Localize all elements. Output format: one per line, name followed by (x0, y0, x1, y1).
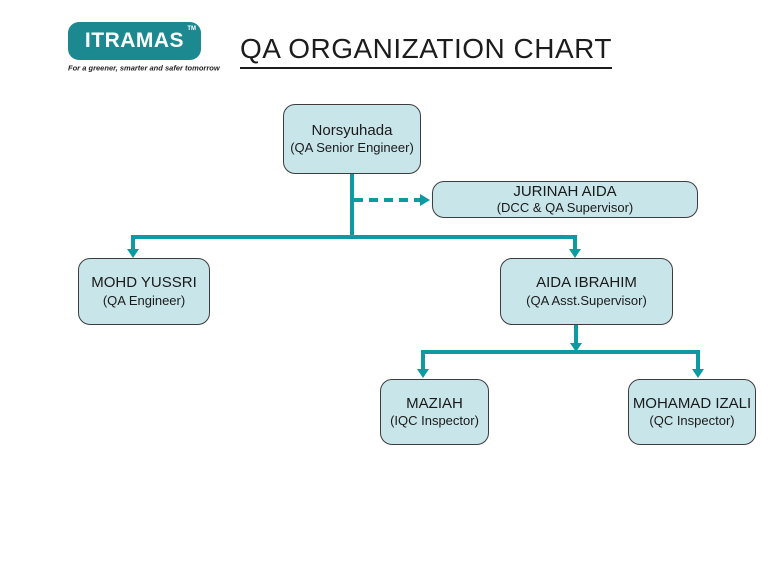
connector-bus-level1 (131, 235, 577, 239)
org-node-name: AIDA IBRAHIM (536, 274, 637, 291)
itramas-brand-text: ITRAMAS (84, 29, 185, 52)
org-node-maziah: MAZIAH (IQC Inspector) (380, 379, 489, 445)
org-node-izali: MOHAMAD IZALI (QC Inspector) (628, 379, 756, 445)
connector-drop-yussri (131, 235, 135, 250)
arrowhead-down-maziah (417, 369, 429, 378)
logo-tagline: For a greener, smarter and safer tomorro… (68, 64, 220, 73)
org-node-aida: AIDA IBRAHIM (QA Asst.Supervisor) (500, 258, 673, 325)
connector-dashed-to-jurinah (354, 198, 420, 202)
org-node-name: MOHAMAD IZALI (632, 394, 752, 412)
org-node-role: (IQC Inspector) (390, 413, 479, 429)
itramas-logo: ITRAMAS TM For a greener, smarter and sa… (68, 22, 220, 73)
connector-drop-maziah (421, 350, 425, 370)
org-node-role: (QA Senior Engineer) (290, 140, 414, 156)
org-node-norsyuhada: Norsyuhada (QA Senior Engineer) (283, 104, 421, 174)
connector-aida-down (574, 325, 578, 344)
org-node-yussri: MOHD YUSSRI (QA Engineer) (78, 258, 210, 325)
org-node-role: (QA Asst.Supervisor) (526, 292, 647, 308)
org-node-name: MOHD YUSSRI (91, 274, 197, 291)
arrowhead-down-izali (692, 369, 704, 378)
page-title: QA ORGANIZATION CHART (240, 33, 612, 69)
arrowhead-down-junction (570, 343, 582, 352)
org-node-role: (DCC & QA Supervisor) (496, 200, 634, 216)
arrowhead-right-jurinah (420, 194, 430, 206)
connector-drop-izali (696, 350, 700, 370)
itramas-logo-box: ITRAMAS TM (68, 22, 201, 60)
org-node-role: (QC Inspector) (649, 413, 735, 429)
connector-drop-aida (573, 235, 577, 250)
org-node-name: JURINAH AIDA (513, 182, 617, 200)
org-node-jurinah: JURINAH AIDA (DCC & QA Supervisor) (432, 181, 698, 218)
connector-bus-level2 (421, 350, 700, 354)
arrowhead-down-yussri (127, 249, 139, 258)
org-node-name: Norsyuhada (311, 121, 393, 139)
arrowhead-down-aida (569, 249, 581, 258)
trademark-symbol: TM (187, 26, 196, 32)
connector-norsyuhada-down (350, 174, 354, 237)
title-container: QA ORGANIZATION CHART (200, 33, 652, 69)
org-node-role: (QA Engineer) (102, 292, 186, 308)
org-node-name: MAZIAH (406, 394, 463, 412)
